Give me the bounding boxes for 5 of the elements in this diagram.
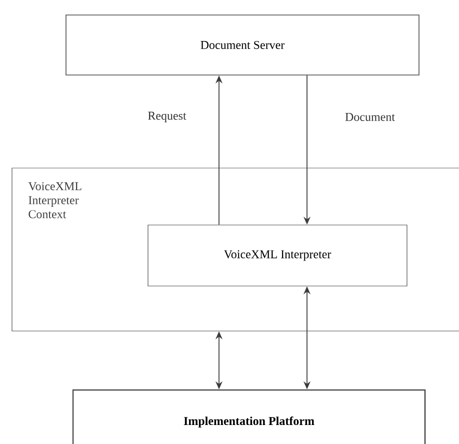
- platform-box: Implementation Platform: [72, 389, 426, 444]
- server-box: Document Server: [66, 14, 420, 76]
- edge-label: Request: [146, 110, 188, 124]
- edge-label: Document: [344, 112, 396, 122]
- interpreter-box: VoiceXML Interpreter: [148, 224, 408, 286]
